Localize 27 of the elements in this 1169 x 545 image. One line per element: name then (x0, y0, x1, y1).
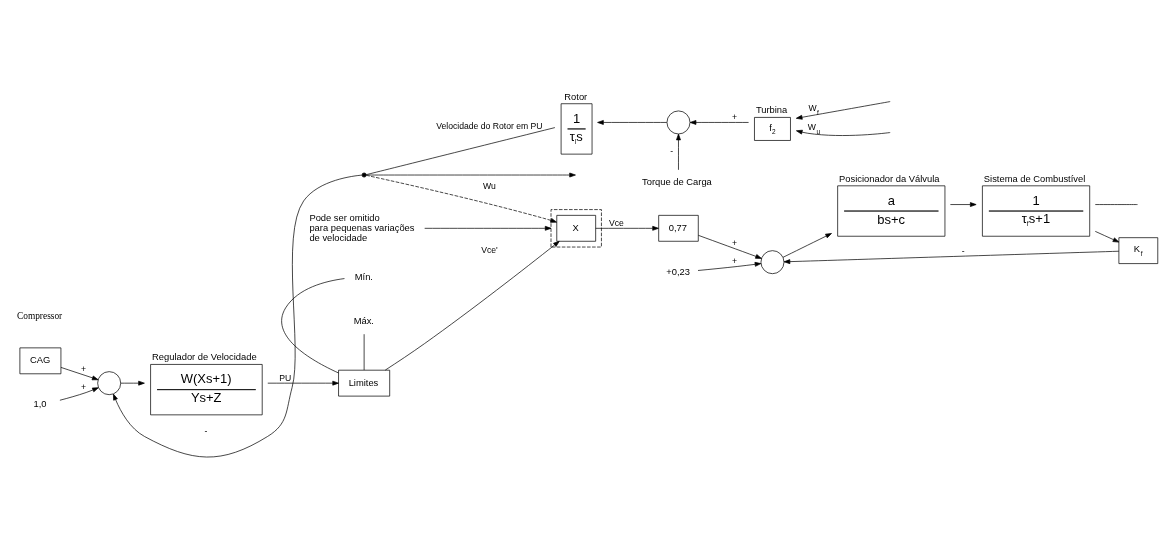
node-text: Máx. (353, 315, 374, 326)
edge-label: - (204, 426, 208, 436)
node-label: Posicionador da Válvula (839, 173, 940, 184)
edge-label: W$_{u}$ (807, 122, 821, 135)
node-text: +0,23 (666, 266, 690, 277)
node-text: Torque de Carga (642, 177, 712, 188)
edge-label: + (732, 112, 738, 122)
node-label: Turbina (755, 105, 788, 116)
edge-label: + (81, 364, 87, 375)
edge-label: - (670, 146, 674, 157)
edge-label: + (732, 256, 738, 267)
edge-label: Velocidade do Rotor em PU (436, 121, 543, 132)
edge-label: PU (279, 372, 292, 383)
node-text: Pode ser omitido para pequenas variações de velocidade (309, 212, 415, 243)
node-label: Rotor (564, 91, 588, 102)
edge-label: W$_{f}$ (808, 103, 819, 116)
edge-label: Vce (608, 217, 624, 228)
edge-label: - (961, 245, 965, 256)
edge-label: Wu (482, 181, 496, 192)
node-text: 1,0 (33, 399, 47, 410)
label: Compressor (16, 311, 63, 322)
node-label: Regulador de Velocidade (152, 352, 257, 363)
node-label: Sistema de Combustível (983, 173, 1086, 184)
edge-label: Vce' (481, 244, 498, 255)
node-text: Mín. (354, 271, 373, 282)
edge-label: + (732, 238, 738, 249)
edge-label: + (81, 382, 87, 393)
